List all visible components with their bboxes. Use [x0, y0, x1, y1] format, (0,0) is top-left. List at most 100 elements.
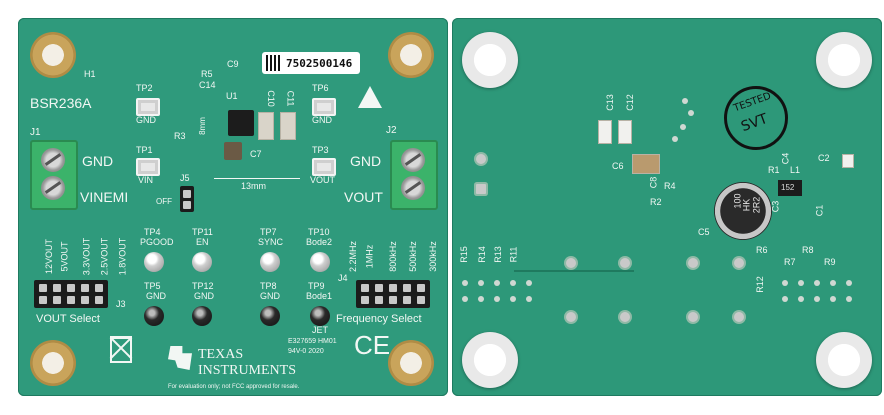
regulator-ic [228, 110, 254, 136]
test-point-TP11 [192, 252, 212, 272]
mounting-hole-bottom-left [30, 340, 76, 386]
freq-option-500k: 500kHz [407, 241, 418, 272]
back-capacitor-C13 [598, 120, 612, 144]
weee-bin-icon [109, 336, 133, 363]
test-point-TP9 [310, 306, 330, 326]
back-capacitor-C12 [618, 120, 632, 144]
back-ref-R11: R11 [508, 246, 519, 263]
tp3-label: TP3 [312, 145, 329, 155]
freq-option-1m: 1MHz [364, 244, 375, 269]
inductor-line2: HK [741, 198, 752, 212]
vinemi-label: VINEMI [80, 189, 129, 205]
test-point-TP5 [144, 306, 164, 326]
back-ref-C8: C8 [648, 176, 659, 189]
ref-R3: R3 [174, 131, 186, 141]
input-terminal-block[interactable] [30, 140, 78, 210]
back-ref-C2: C2 [818, 153, 830, 163]
mounting-hole-top-right [388, 32, 434, 78]
test-point-TP8 [260, 306, 280, 326]
test-point-TP7 [260, 252, 280, 272]
tp8-label: TP8 [260, 281, 277, 291]
tp10-sub: Bode2 [306, 237, 333, 247]
back-ref-R1: R1 [768, 165, 780, 175]
tp9-label: TP9 [308, 281, 325, 291]
ref-J4: J4 [338, 273, 348, 283]
tp4-sub: PGOOD [140, 237, 174, 247]
back-ref-C4: C4 [780, 152, 791, 165]
screw-icon [401, 148, 425, 172]
standoff-bottom-left [462, 332, 518, 388]
tp12-label: TP12 [192, 281, 214, 291]
tp1-label: TP1 [136, 145, 153, 155]
tp12-sub: GND [194, 291, 214, 301]
inductor [224, 142, 242, 160]
test-point-TP12 [192, 306, 212, 326]
vout-options: 12VOUT 5VOUT 3.3VOUT 2.5VOUT 1.8VOUT [28, 230, 128, 284]
vout-select-header-J3[interactable] [34, 280, 108, 308]
back-ref-R13: R13 [492, 246, 503, 263]
tp11-sub: EN [196, 237, 209, 247]
stamp-top: TESTED [732, 90, 773, 115]
inductor-line3: 2R2 [751, 196, 762, 214]
back-ref-C6: C6 [612, 161, 624, 171]
back-ref-C13: C13 [604, 94, 615, 111]
back-header-left-pads [462, 280, 538, 310]
tp6-label: TP6 [312, 83, 329, 93]
ce-mark: CE [354, 330, 391, 360]
freq-option-2m2: 2.2MHz [348, 240, 359, 273]
back-ref-C12: C12 [624, 94, 635, 111]
tp5-label: TP5 [144, 281, 161, 291]
ref-H1: H1 [84, 69, 96, 79]
standoff-top-right [816, 32, 872, 88]
tp10-label: TP10 [308, 227, 330, 237]
capacitor-C10 [258, 112, 274, 140]
back-ref-C3: C3 [770, 200, 781, 213]
tp6-sub: GND [312, 115, 332, 125]
enable-jumper-J5[interactable] [180, 186, 194, 212]
ref-C10: C10 [265, 90, 276, 107]
screw-icon [41, 176, 65, 200]
back-ref-R2: R2 [650, 197, 662, 207]
inductor-L1[interactable]: 100 HK 2R2 [714, 182, 772, 240]
ref-U1: U1 [226, 91, 238, 101]
back-ref-R4: R4 [664, 181, 676, 191]
vout-option-5v: 5VOUT [59, 241, 70, 272]
vout-option-12v: 12VOUT [44, 238, 55, 275]
ref-J5: J5 [180, 173, 190, 183]
tp7-label: TP7 [260, 227, 277, 237]
tp8-sub: GND [260, 291, 280, 301]
ti-logo-icon [168, 346, 192, 370]
dim-13mm: 13mm [241, 181, 267, 191]
tp2-sub: GND [136, 115, 156, 125]
screw-icon [41, 148, 65, 172]
test-point-TP3 [312, 158, 336, 176]
ref-C14: C14 [199, 80, 216, 90]
tp11-label: TP11 [192, 227, 213, 237]
ti-name-line2: INSTRUMENTS [198, 363, 297, 378]
tp4-label: TP4 [144, 227, 161, 237]
tp7-sub: SYNC [258, 237, 284, 247]
capacitor-C11 [280, 112, 296, 140]
back-ic: 152 [778, 180, 802, 196]
back-ref-R6: R6 [756, 245, 768, 255]
back-ref-C5: C5 [698, 227, 710, 237]
freq-option-300k: 300kHz [427, 241, 438, 272]
standoff-top-left [462, 32, 518, 88]
test-point-TP10 [310, 252, 330, 272]
ref-C7: C7 [250, 149, 262, 159]
cert-line1: E327659 HM01 [288, 338, 337, 345]
board-name: BSR236A [30, 95, 92, 111]
mounting-hole-bottom-right [388, 340, 434, 386]
back-ref-R15: R15 [458, 246, 469, 263]
test-point-TP2 [136, 98, 160, 116]
test-point-TP1 [136, 158, 160, 176]
ref-J2: J2 [386, 125, 397, 136]
back-header-right-pads [782, 280, 858, 310]
frequency-select-header-J4[interactable] [356, 280, 430, 308]
mounting-hole-top-left [30, 32, 76, 78]
vout-option-2v5: 2.5VOUT [99, 237, 110, 276]
output-terminal-block[interactable] [390, 140, 438, 210]
front-pcb: H1 BSR236A 7502500146 R5 C9 C14 U1 R3 C1… [18, 18, 448, 396]
tp2-label: TP2 [136, 83, 153, 93]
back-capacitor-C2 [842, 154, 854, 168]
